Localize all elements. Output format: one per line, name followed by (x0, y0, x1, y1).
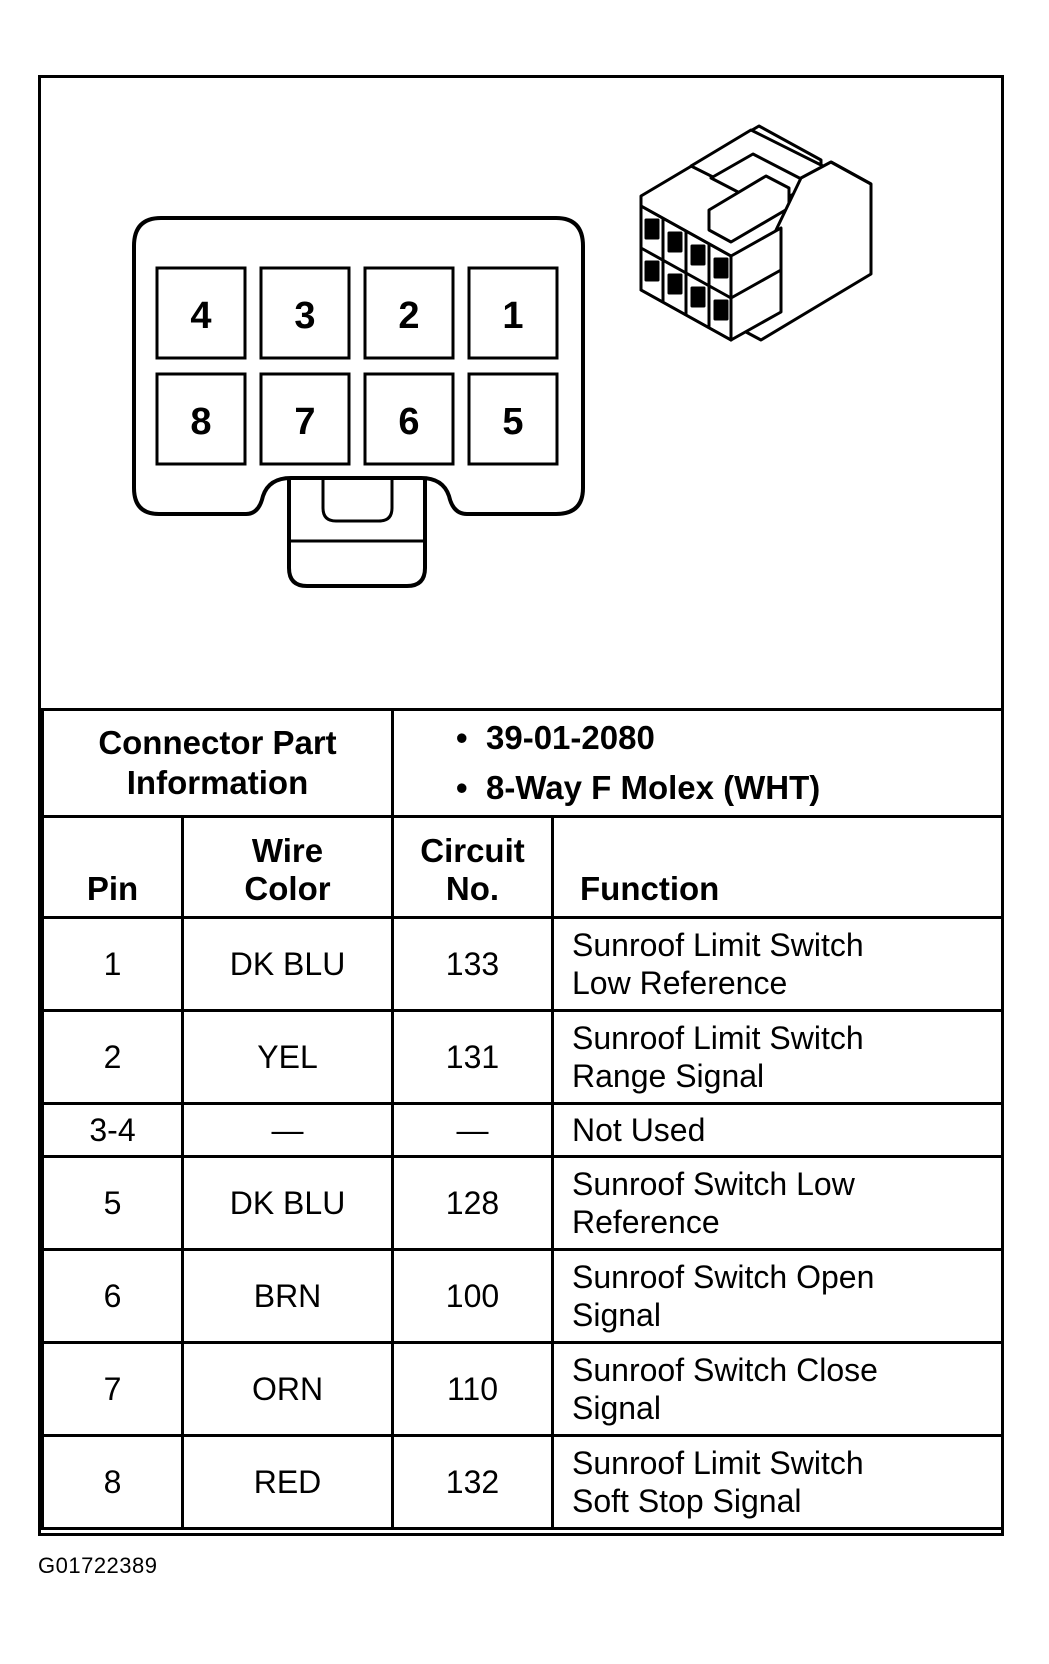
circuit-cell: 110 (391, 1341, 554, 1437)
wire-color-cell: — (181, 1102, 394, 1158)
pin-cell: 7 (41, 1341, 184, 1437)
pin-label-5: 5 (502, 401, 523, 443)
wire-color-cell: YEL (181, 1009, 394, 1105)
pin-cell: 8 (41, 1434, 184, 1530)
connector-face-diagram: 4 3 2 1 8 7 6 5 (132, 124, 873, 588)
pin-label-1: 1 (502, 295, 523, 337)
connector-face-outline (132, 216, 585, 516)
wire-color-cell: BRN (181, 1248, 394, 1344)
wire-color-cell: ORN (181, 1341, 394, 1437)
pin-label-4: 4 (190, 295, 211, 337)
pin-label-2: 2 (398, 295, 419, 337)
part-number: •39-01-2080 (456, 719, 655, 756)
connector-latch (287, 478, 427, 588)
figure-id-caption: G01722389 (38, 1553, 158, 1578)
part-info-label-line2: Information (126, 764, 309, 801)
header-pin: Pin (41, 815, 184, 919)
pin-label-3: 3 (294, 295, 315, 337)
connector-sheet: 4 3 2 1 8 7 6 5 (38, 75, 1004, 1536)
part-info-label-line1: Connector Part (98, 724, 337, 761)
pin-label-8: 8 (190, 401, 211, 443)
circuit-cell: 128 (391, 1155, 554, 1251)
circuit-cell: 133 (391, 916, 554, 1012)
circuit-cell: 131 (391, 1009, 554, 1105)
pin-label-7: 7 (294, 401, 315, 443)
wire-color-cell: DK BLU (181, 1155, 394, 1251)
table-row: 3-4 — — Not Used (41, 1102, 1004, 1158)
function-cell: Not Used (551, 1102, 1004, 1158)
pin-cell: 1 (41, 916, 184, 1012)
circuit-cell: — (391, 1102, 554, 1158)
wire-color-cell: DK BLU (181, 916, 394, 1012)
part-info-label: Connector Part Information (41, 708, 394, 818)
pin-cell: 6 (41, 1248, 184, 1344)
part-description: •8-Way F Molex (WHT) (456, 769, 821, 806)
part-info-values: •39-01-2080 •8-Way F Molex (WHT) (391, 708, 1004, 818)
connector-diagram-area: 4 3 2 1 8 7 6 5 (41, 78, 1001, 708)
part-info-row: Connector Part Information •39-01-2080 •… (41, 708, 1004, 818)
pin-cell: 5 (41, 1155, 184, 1251)
header-function: Function (551, 815, 1004, 919)
wire-color-cell: RED (181, 1434, 394, 1530)
pin-label-6: 6 (398, 401, 419, 443)
connector-isometric-illustration (639, 124, 873, 342)
circuit-cell: 100 (391, 1248, 554, 1344)
pin-cavities (155, 266, 559, 466)
pin-assignment-table: Connector Part Information •39-01-2080 •… (41, 708, 1004, 1530)
pin-cell: 2 (41, 1009, 184, 1105)
pin-cell: 3-4 (41, 1102, 184, 1158)
circuit-cell: 132 (391, 1434, 554, 1530)
